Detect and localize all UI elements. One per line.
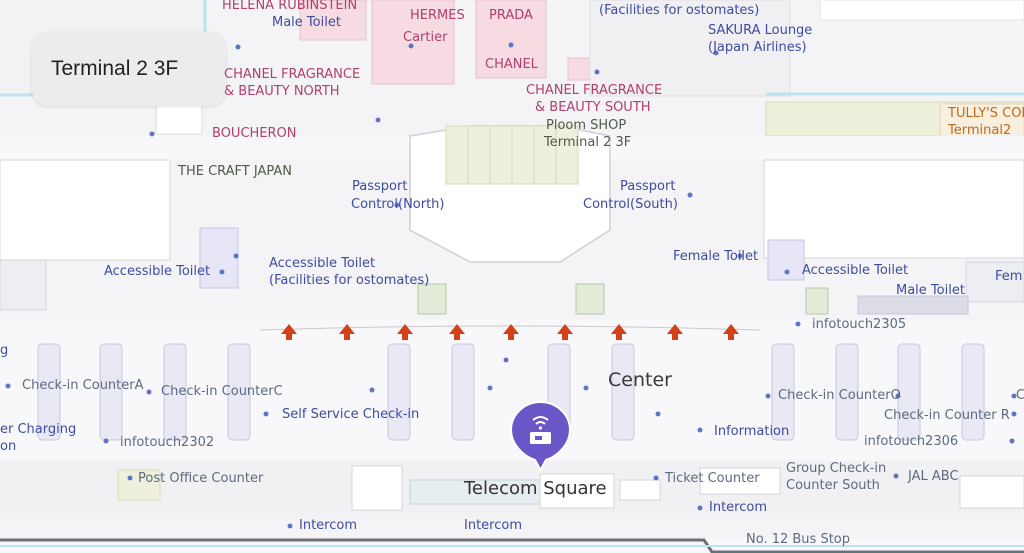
bottom-edge [0,538,1024,553]
chanel-north-label[interactable]: CHANEL FRAGRANCE [224,67,361,82]
passport-south-label[interactable]: Passport [620,179,676,194]
boucheron-label[interactable]: BOUCHERON [212,126,297,141]
chanel-south-label[interactable]: CHANEL FRAGRANCE [526,83,663,98]
departure-arrows [281,324,739,340]
page-title: Terminal 2 3F [51,57,179,80]
facilities-top-label[interactable]: (Facilities for ostomates) [599,3,760,18]
passport-north-sub-label: Control(North) [351,197,445,212]
title-card: Terminal 2 3F [32,32,226,106]
post-office-counter-label[interactable]: Post Office Counter [138,471,264,486]
helena-rubinstein-label[interactable]: HELENA RUBINSTEIN [222,0,358,13]
passport-control [409,125,611,263]
chanel-north-sub-label: & BEAUTY NORTH [224,84,340,99]
group-checkin-label[interactable]: Group Check-in [786,461,887,476]
checkin-counter-c-label[interactable]: Check-in CounterC [161,384,283,399]
infotouch2306-label[interactable]: infotouch2306 [864,434,959,449]
prada-label[interactable]: PRADA [489,8,533,23]
infotouch2305-label[interactable]: infotouch2305 [812,317,907,332]
sakura-lounge-label[interactable]: SAKURA Lounge [708,23,813,38]
gate-line [259,325,761,331]
tullys-sub-label: Terminal2 [948,123,1012,138]
male-toilet-top-label[interactable]: Male Toilet [272,15,341,30]
wifi-pin-icon[interactable] [508,400,573,472]
poi-dots [5,42,1017,529]
chanel-south-sub-label: & BEAUTY SOUTH [535,100,651,115]
passport-south-sub-label: Control(South) [583,197,678,212]
sakura-lounge-sub-label: (Japan Airlines) [708,40,807,55]
group-checkin-sub-label: Counter South [786,478,880,493]
lower-structures [0,462,1024,518]
ploom-shop-label[interactable]: Ploom SHOP [546,118,627,133]
checkin-counter-a-label[interactable]: Check-in CounterA [22,378,144,393]
charging-label[interactable]: er Charging [0,422,77,437]
hermes-label[interactable]: HERMES [410,8,465,23]
passport-north-label[interactable]: Passport [352,179,408,194]
tullys-label[interactable]: TULLY'S COF [948,106,1024,121]
partial-g-label: g [0,343,9,358]
intercom-label-3[interactable]: Intercom [709,500,767,515]
information-label[interactable]: Information [714,424,790,439]
infotouch2302-label[interactable]: infotouch2302 [120,435,215,450]
bus-stop-label[interactable]: No. 12 Bus Stop [746,532,851,547]
chanel-label[interactable]: CHANEL [485,57,538,72]
side-buildings [0,159,1024,311]
partial-c-label: C [1016,388,1024,403]
telecom-square-label[interactable]: Telecom Square [464,478,607,499]
escalators [417,283,829,315]
jal-abc-label[interactable]: JAL ABC [908,469,959,484]
craft-japan-label[interactable]: THE CRAFT JAPAN [178,164,292,179]
center-label[interactable]: Center [608,369,672,391]
accessible-toilet-right-label[interactable]: Accessible Toilet [802,263,909,278]
accessible-toilet-left-label[interactable]: Accessible Toilet [104,264,211,279]
female-toilet-mid-label[interactable]: Female Toilet [673,249,759,264]
charging-sub-label: on [0,439,17,454]
cartier-label[interactable]: Cartier [403,30,448,45]
checkin-counter-o-label[interactable]: Check-in CounterO [778,388,901,403]
male-toilet-right-label[interactable]: Male Toilet [896,283,965,298]
intercom-label-1[interactable]: Intercom [299,518,357,533]
ticket-counter-label[interactable]: Ticket Counter [665,471,760,486]
female-toilet-right-label[interactable]: Fem [995,269,1023,284]
self-service-checkin-label[interactable]: Self Service Check-in [282,407,420,422]
accessible-toilet-mid-sub-label: (Facilities for ostomates) [269,273,430,288]
intercom-label-2[interactable]: Intercom [464,518,522,533]
restroom-blocks [199,227,969,315]
checkin-counter-r-label[interactable]: Check-in Counter R [884,408,1010,423]
accessible-toilet-mid-label[interactable]: Accessible Toilet [269,256,376,271]
ploom-shop-sub-label: Terminal 2 3F [544,135,632,150]
